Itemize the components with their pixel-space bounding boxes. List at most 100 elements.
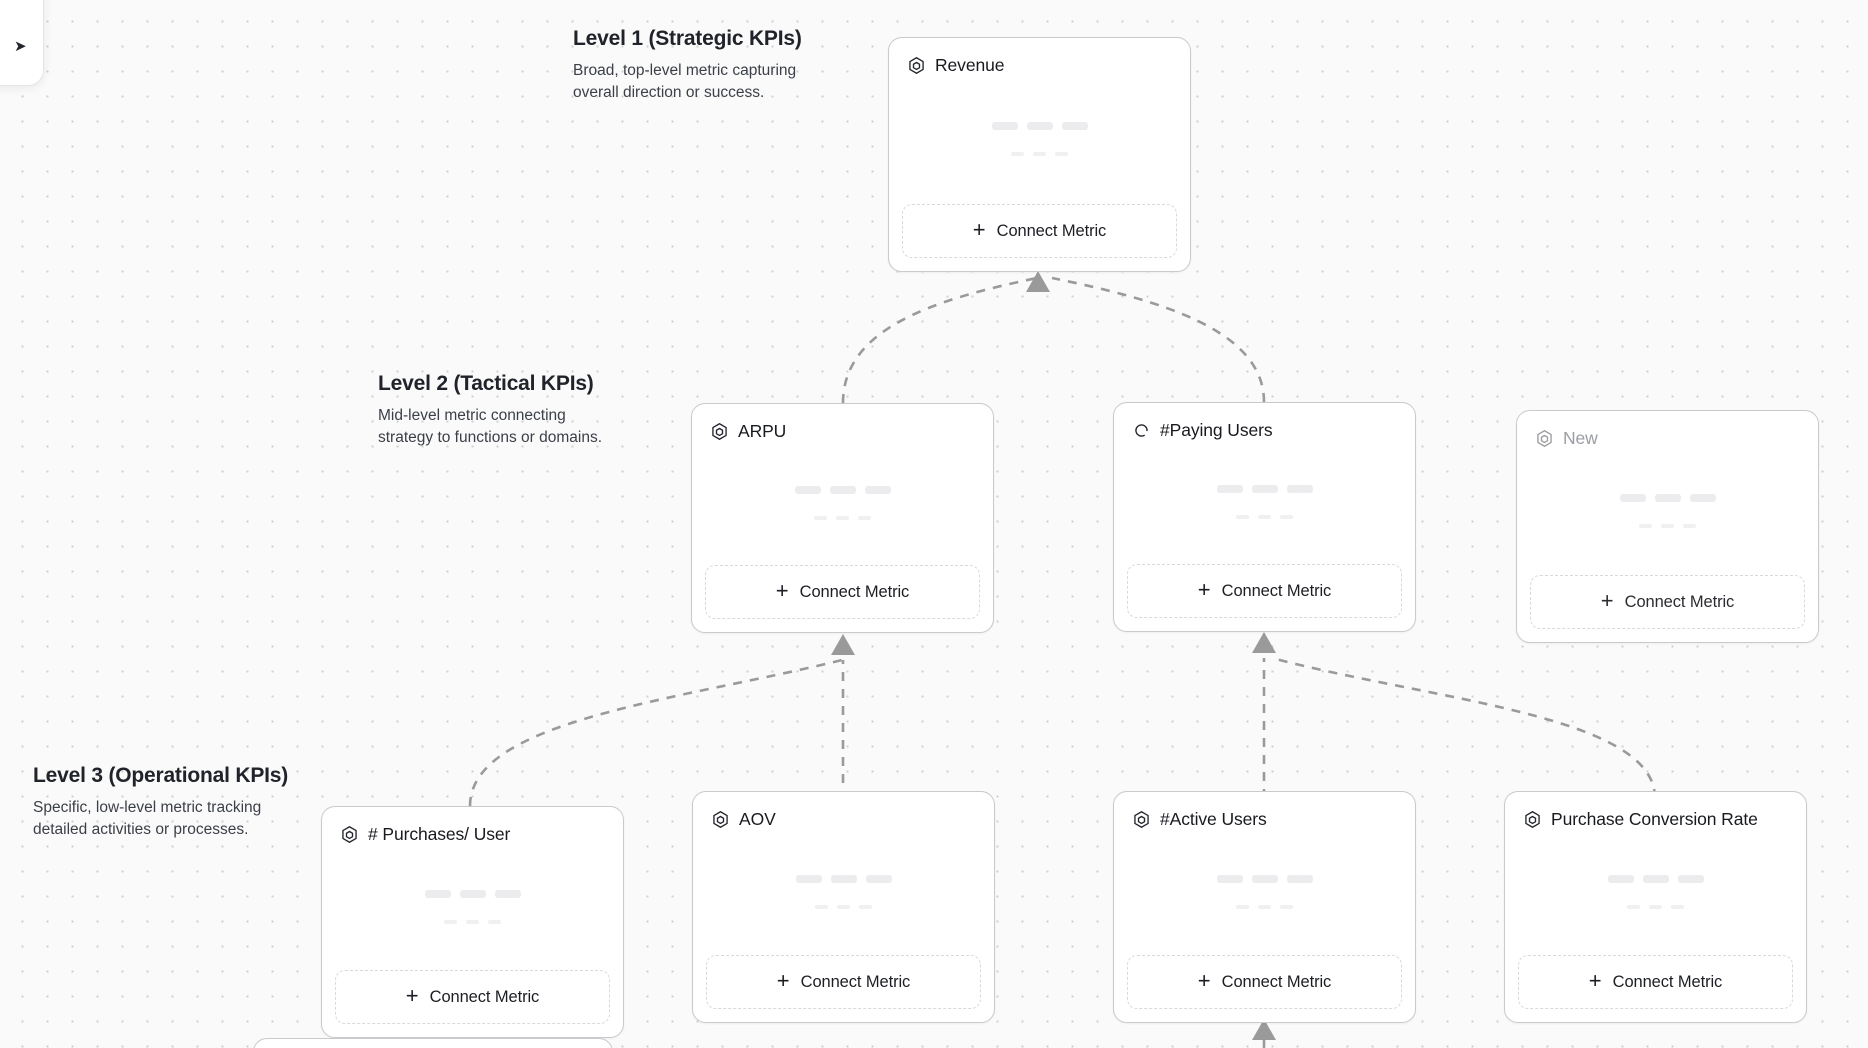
skeleton-bar (837, 904, 850, 909)
connect-metric-label: Connect Metric (996, 221, 1107, 240)
connect-metric-label: Connect Metric (1612, 972, 1723, 991)
skeleton-bar (1689, 494, 1716, 502)
edge-conversion-to-paying-users (1271, 656, 1657, 799)
skeleton-row-primary (1216, 484, 1313, 493)
plus-icon: + (1588, 968, 1602, 993)
card-skeleton-body (705, 442, 980, 565)
connect-metric-button[interactable]: + Connect Metric (1127, 955, 1402, 1009)
card-skeleton-body (1127, 441, 1402, 564)
card-header: Revenue (902, 52, 1177, 76)
skeleton-row-secondary (815, 904, 872, 909)
skeleton-bar (1280, 514, 1293, 519)
skeleton-row-primary (1216, 874, 1313, 883)
skeleton-bar (794, 485, 821, 494)
skeleton-bar (1011, 152, 1024, 156)
plus-icon: + (776, 968, 790, 993)
skeleton-bar (1258, 904, 1271, 909)
skeleton-bar (795, 874, 822, 883)
connect-metric-label: Connect Metric (1624, 592, 1735, 611)
skeleton-bar (991, 122, 1018, 130)
metric-card-revenue[interactable]: Revenue + Connect Metric (888, 37, 1191, 272)
connect-metric-button[interactable]: + Connect Metric (1127, 564, 1402, 618)
card-header: ARPU (705, 418, 980, 442)
skeleton-bar (836, 515, 849, 520)
skeleton-row-primary (1607, 874, 1704, 883)
skeleton-bar (459, 889, 486, 898)
connect-metric-label: Connect Metric (1221, 581, 1332, 600)
skeleton-bar (1251, 874, 1278, 883)
skeleton-bar (1654, 494, 1681, 502)
floating-toolbar-panel[interactable]: ➤ (0, 0, 44, 86)
skeleton-row-secondary (1011, 152, 1068, 156)
plus-icon: + (972, 217, 986, 242)
skeleton-bar (1619, 494, 1646, 502)
connect-metric-button[interactable]: + Connect Metric (706, 955, 981, 1009)
arrow-into-paying-users (1252, 632, 1276, 653)
skeleton-bar (830, 874, 857, 883)
skeleton-bar (1677, 874, 1704, 883)
edge-paying-users-to-revenue (1051, 276, 1266, 403)
card-skeleton-body (335, 845, 610, 970)
skeleton-bar (1286, 874, 1313, 883)
metric-card-offscreen-bottom-left[interactable] (253, 1038, 613, 1048)
skeleton-bar (859, 904, 872, 909)
level-2-description: Mid-level metric connecting strategy to … (378, 407, 603, 447)
skeleton-bar (1258, 514, 1271, 519)
skeleton-bar (864, 485, 891, 494)
skeleton-bar (1661, 524, 1674, 528)
connect-metric-label: Connect Metric (799, 582, 910, 601)
hexagon-metric-icon (712, 423, 727, 440)
card-header: #Paying Users (1127, 417, 1402, 441)
skeleton-row-primary (991, 122, 1088, 130)
plus-icon: + (1197, 577, 1211, 602)
skeleton-row-secondary (814, 515, 871, 520)
card-title: Purchase Conversion Rate (1551, 809, 1758, 829)
card-title: # Purchases/ User (368, 824, 511, 844)
connect-metric-button[interactable]: + Connect Metric (1518, 955, 1793, 1009)
skeleton-row-primary (795, 874, 892, 883)
hexagon-metric-icon (342, 826, 357, 843)
skeleton-row-secondary (1236, 904, 1293, 909)
connect-metric-button[interactable]: + Connect Metric (335, 970, 610, 1024)
level-label-3: Level 3 (Operational KPIs) Specific, low… (33, 762, 288, 841)
connect-metric-label: Connect Metric (1221, 972, 1332, 991)
level-label-1: Level 1 (Strategic KPIs) Broad, top-leve… (573, 25, 818, 104)
plus-icon: + (405, 983, 419, 1008)
connect-metric-button[interactable]: + Connect Metric (705, 565, 980, 619)
card-header: AOV (706, 806, 981, 830)
level-3-title: Level 3 (Operational KPIs) (33, 764, 289, 787)
metric-card-arpu[interactable]: ARPU + Connect Metric (691, 403, 994, 633)
skeleton-row-secondary (1627, 904, 1684, 909)
cursor-pointer-icon: ➤ (14, 38, 27, 55)
level-label-2: Level 2 (Tactical KPIs) Mid-level metric… (378, 370, 623, 449)
level-2-title: Level 2 (Tactical KPIs) (378, 372, 594, 395)
skeleton-row-secondary (1639, 524, 1696, 528)
card-header: New (1530, 425, 1805, 449)
skeleton-bar (494, 889, 521, 898)
metric-card-purchases-per-user[interactable]: # Purchases/ User + Connect Metric (321, 806, 624, 1038)
skeleton-bar (1216, 484, 1243, 493)
level-1-description: Broad, top-level metric capturing overal… (573, 62, 797, 102)
skeleton-bar (1286, 484, 1313, 493)
level-1-title: Level 1 (Strategic KPIs) (573, 27, 802, 50)
skeleton-row-primary (424, 889, 521, 898)
skeleton-bar (858, 515, 871, 520)
metric-card-active-users[interactable]: #Active Users + Connect Metric (1113, 791, 1416, 1023)
skeleton-row-secondary (444, 919, 501, 924)
connect-metric-button[interactable]: + Connect Metric (1530, 575, 1805, 629)
metric-card-aov[interactable]: AOV + Connect Metric (692, 791, 995, 1023)
skeleton-bar (1236, 904, 1249, 909)
metric-card-paying-users[interactable]: #Paying Users + Connect Metric (1113, 402, 1416, 632)
card-title: #Paying Users (1160, 420, 1273, 440)
plus-icon: + (1600, 588, 1614, 613)
card-title: ARPU (738, 421, 787, 441)
plus-icon: + (1197, 968, 1211, 993)
connect-metric-label: Connect Metric (800, 972, 911, 991)
connect-metric-button[interactable]: + Connect Metric (902, 204, 1177, 258)
metric-card-purchase-conversion-rate[interactable]: Purchase Conversion Rate + Connect Metri… (1504, 791, 1807, 1023)
skeleton-bar (1607, 874, 1634, 883)
card-title: AOV (739, 809, 776, 829)
metric-card-new[interactable]: New + Connect Metric (1516, 410, 1819, 643)
skeleton-bar (1033, 152, 1046, 156)
